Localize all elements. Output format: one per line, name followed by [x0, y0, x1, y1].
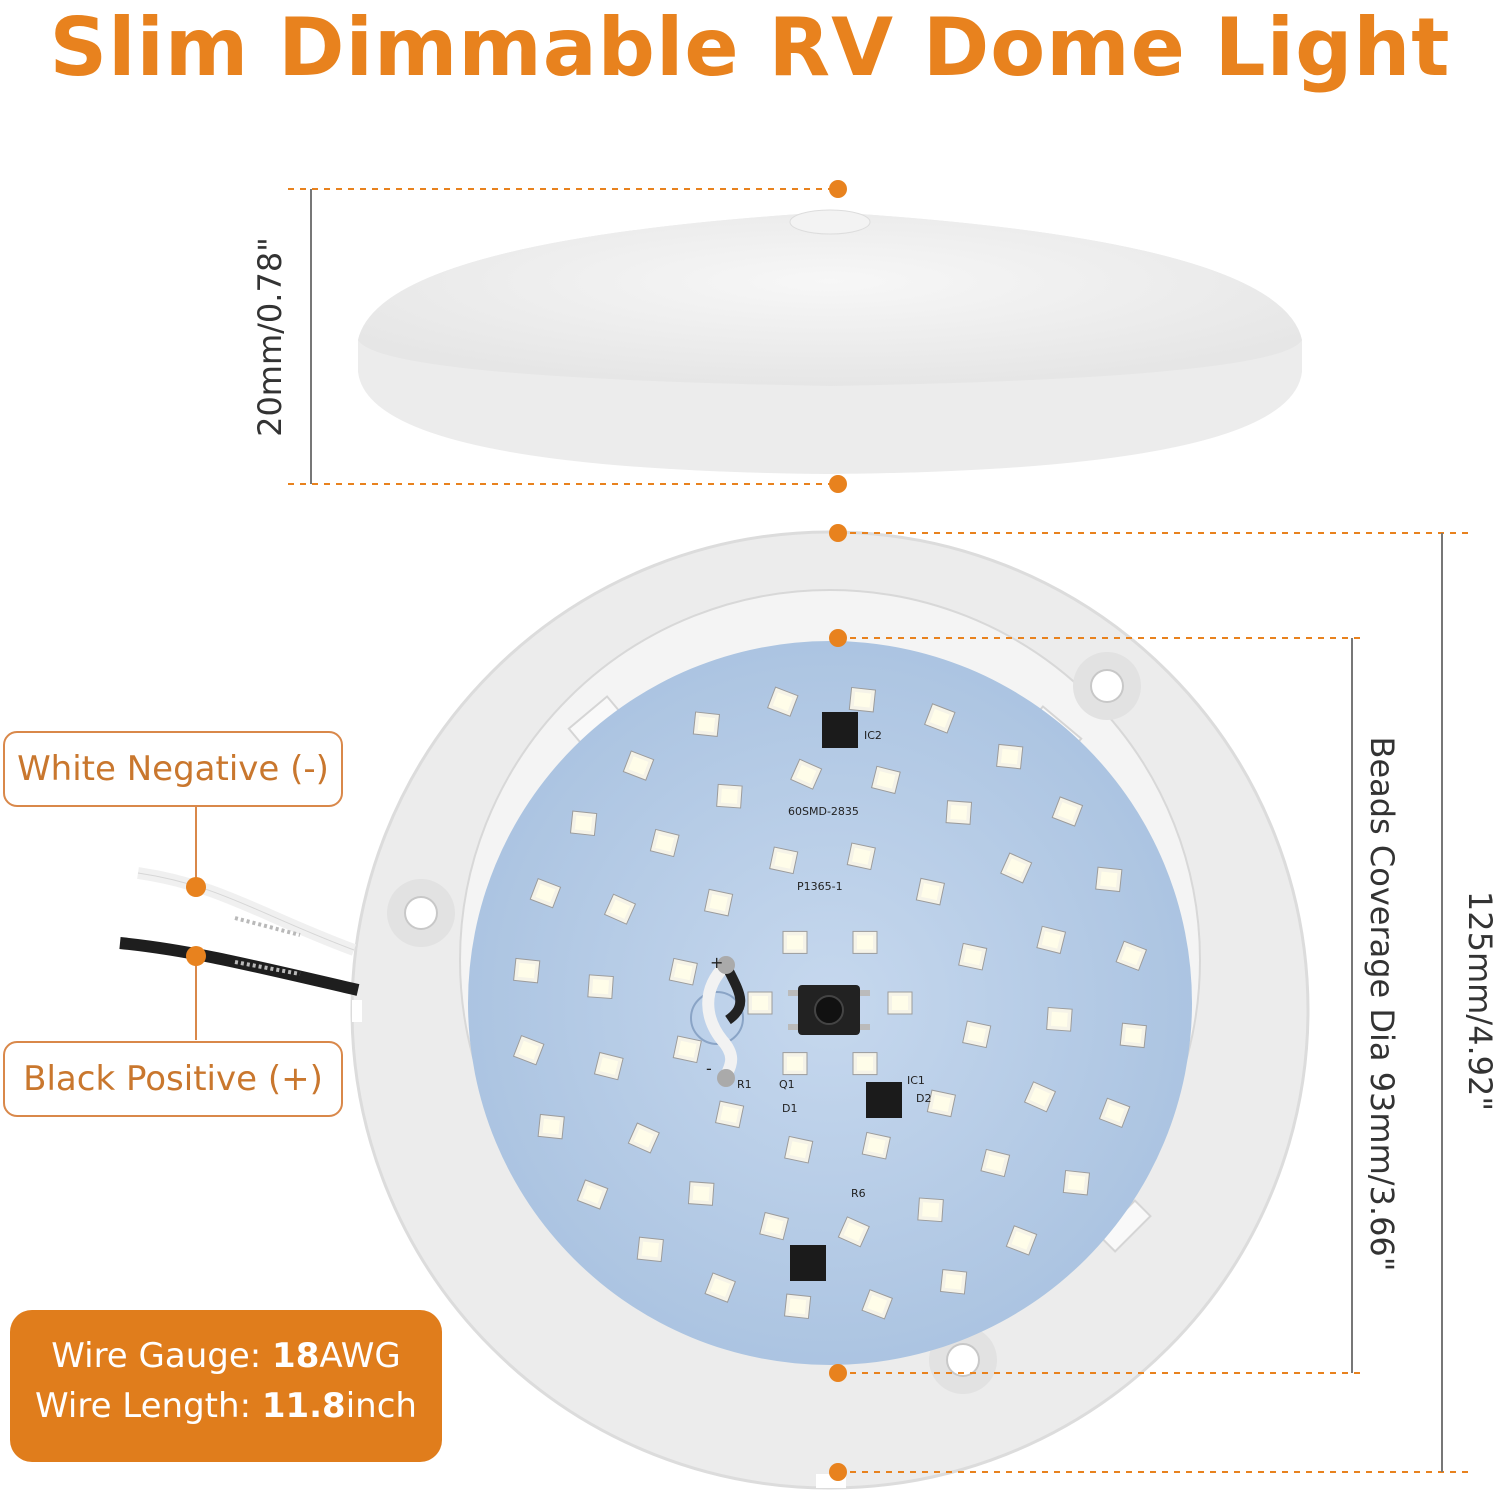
led-bead	[917, 1197, 944, 1223]
led-bead	[790, 758, 823, 790]
led-bead	[714, 1100, 745, 1129]
led-bead	[587, 974, 614, 1000]
marker-dot	[829, 180, 847, 198]
led-bead	[672, 1035, 702, 1064]
led-bead	[996, 743, 1024, 770]
svg-text:R6: R6	[851, 1187, 866, 1200]
mount-hole-left	[387, 879, 455, 947]
led-bead	[846, 842, 876, 871]
dome-light-front: + - 60SMD-2835 P1365-1 IC2 IC1 D2 R1 Q1 …	[350, 530, 1310, 1490]
led-bead	[1062, 1169, 1091, 1196]
solder-area: + -	[690, 953, 746, 1087]
black-wire-callout: Black Positive (+)	[3, 1041, 343, 1117]
svg-text:-: -	[706, 1059, 712, 1078]
diameter-dimension	[838, 532, 1468, 1473]
led-bead	[861, 1289, 893, 1320]
black-wire-label: Black Positive (+)	[23, 1059, 323, 1099]
svg-text:D1: D1	[782, 1102, 797, 1115]
led-bead	[980, 1148, 1011, 1178]
led-bead	[1005, 1225, 1038, 1256]
led-bead	[529, 877, 562, 909]
led-bead	[747, 991, 773, 1015]
led-bead	[1095, 866, 1123, 893]
led-bead	[915, 877, 946, 906]
led-bead	[1046, 1006, 1073, 1032]
white-wire-callout: White Negative (-)	[3, 731, 343, 807]
led-bead	[1000, 852, 1033, 884]
wire-spec-box: Wire Gauge: 18AWG Wire Length: 11.8inch	[10, 1310, 442, 1462]
led-bead	[769, 846, 799, 875]
svg-text:IC1: IC1	[907, 1074, 925, 1087]
led-bead	[649, 828, 680, 858]
led-bead	[887, 991, 913, 1015]
led-bead	[576, 1179, 609, 1210]
led-bead	[926, 1089, 957, 1118]
led-bead	[1036, 925, 1067, 955]
led-bead	[848, 686, 877, 713]
pcb-model-text: 60SMD-2835	[788, 805, 859, 818]
led-bead	[687, 1181, 715, 1206]
wires	[119, 867, 360, 996]
led-bead	[692, 711, 721, 737]
led-bead	[668, 957, 698, 986]
led-bead	[622, 750, 655, 781]
center-switch	[788, 985, 870, 1035]
led-bead	[716, 783, 743, 809]
led-bead	[1119, 1022, 1147, 1049]
led-bead	[1051, 796, 1084, 827]
wire-gauge-row: Wire Gauge: 18AWG	[51, 1336, 401, 1376]
svg-text:IC2: IC2	[864, 729, 882, 742]
wire-length-row: Wire Length: 11.8inch	[35, 1386, 417, 1426]
led-bead	[852, 1052, 878, 1076]
led-beads	[512, 686, 1148, 1320]
led-bead	[512, 1034, 545, 1066]
led-bead	[627, 1122, 660, 1154]
led-bead	[962, 1020, 992, 1049]
led-bead	[593, 1051, 624, 1081]
svg-text:R1: R1	[737, 1078, 752, 1091]
led-bead	[569, 810, 598, 837]
diameter-label: 125mm/4.92"	[1461, 890, 1499, 1112]
beads-coverage-label: Beads Coverage Dia 93mm/3.66"	[1363, 736, 1401, 1272]
height-dimension	[288, 188, 838, 485]
led-bead	[1115, 940, 1148, 972]
led-bead	[939, 1269, 968, 1295]
svg-text:Q1: Q1	[779, 1078, 795, 1091]
led-bead	[704, 1272, 736, 1303]
white-wire-label: White Negative (-)	[17, 749, 329, 789]
led-bead	[537, 1113, 565, 1140]
led-bead	[852, 930, 878, 954]
mount-hole-right	[1073, 652, 1141, 720]
led-bead	[703, 888, 734, 917]
svg-text:+: +	[710, 953, 723, 972]
led-bead	[945, 800, 973, 825]
led-bead	[1023, 1081, 1057, 1113]
led-bead	[636, 1236, 664, 1263]
led-bead	[924, 703, 956, 734]
led-bead	[513, 957, 541, 984]
led-bead	[837, 1216, 870, 1248]
led-bead	[782, 930, 808, 954]
height-label: 20mm/0.78"	[251, 237, 289, 437]
led-bead	[1098, 1097, 1131, 1129]
led-bead	[759, 1211, 790, 1241]
led-bead	[784, 1135, 814, 1164]
marker-dot	[829, 475, 847, 493]
led-bead	[783, 1293, 812, 1320]
led-bead	[958, 942, 988, 971]
led-bead	[767, 686, 799, 717]
led-bead	[603, 893, 637, 925]
page-title: Slim Dimmable RV Dome Light	[49, 1, 1451, 94]
lens-side-view	[358, 209, 1302, 474]
led-bead	[861, 1131, 891, 1160]
led-bead	[782, 1052, 808, 1076]
pcb-part-text: P1365-1	[797, 880, 843, 893]
led-bead	[870, 765, 901, 795]
ic-chips	[790, 712, 902, 1281]
svg-text:D2: D2	[916, 1092, 931, 1105]
